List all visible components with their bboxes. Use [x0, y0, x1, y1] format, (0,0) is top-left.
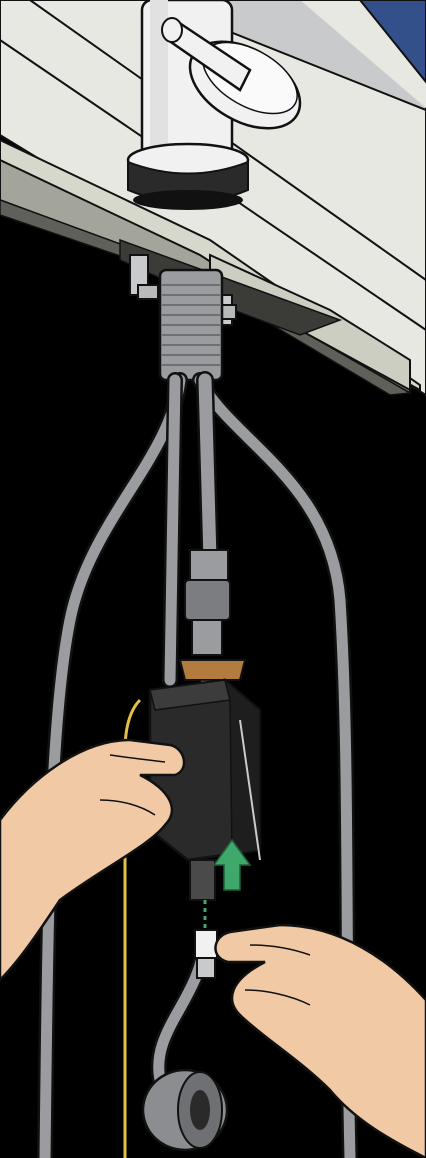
hose-weight-icon: [143, 1070, 227, 1150]
hose-connector-lower-icon: [195, 930, 217, 978]
